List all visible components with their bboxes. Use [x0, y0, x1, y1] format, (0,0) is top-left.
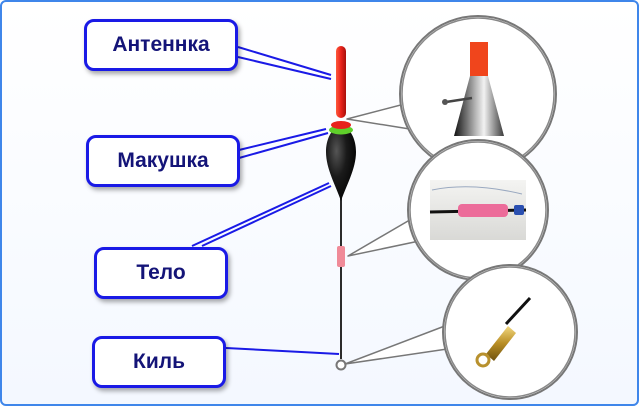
float	[326, 46, 356, 371]
leader-tip-1	[238, 128, 327, 151]
leader-body-2	[201, 185, 332, 247]
label-keel: Киль	[92, 336, 226, 388]
label-body: Тело	[94, 247, 228, 299]
float-antenna	[336, 46, 346, 118]
label-antenna: Антеннка	[84, 19, 238, 71]
keel-eyelet	[335, 359, 347, 371]
callout-pointer-3	[344, 323, 455, 365]
float-body	[326, 124, 356, 201]
leader-tip-2	[238, 132, 329, 159]
closeup-ring	[475, 352, 491, 368]
closeup-brass-tube	[486, 326, 516, 361]
closeup-keel-stem	[504, 296, 532, 326]
label-keel-text: Киль	[133, 350, 185, 373]
leader-body-1	[191, 182, 330, 247]
leader-lines	[191, 46, 340, 355]
label-tip: Макушка	[86, 135, 240, 187]
closeup-wire	[445, 96, 473, 104]
stop-bead	[337, 246, 345, 267]
leader-antenna-1	[237, 46, 332, 76]
float-tip-red-band	[331, 121, 351, 129]
callout-keel-closeup	[344, 264, 578, 400]
label-antenna-text: Антеннка	[112, 33, 210, 56]
label-tip-text: Макушка	[117, 149, 209, 172]
closeup-cone	[454, 76, 504, 136]
callout-bead-closeup	[347, 139, 549, 281]
closeup-antenna	[470, 42, 488, 76]
label-body-text: Тело	[136, 261, 186, 284]
leader-antenna-2	[237, 56, 332, 80]
leader-keel	[225, 347, 340, 355]
closeup-bead	[458, 204, 508, 217]
